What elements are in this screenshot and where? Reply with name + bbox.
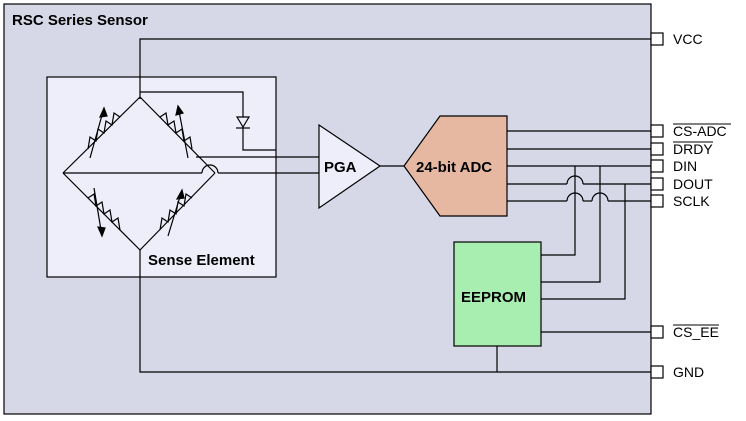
pin-labels: VCC CS-ADC DRDY DIN DOUT SCLK CS_EE GND (673, 31, 727, 380)
diode-icon (235, 116, 251, 129)
sense-element-label: Sense Element (148, 252, 255, 269)
resistor-bottom-right (159, 188, 193, 237)
resistor-bottom-left (87, 187, 121, 238)
pin-label-sclk: SCLK (673, 193, 710, 209)
pin-pad-drdy (650, 142, 664, 156)
pin-label-vcc: VCC (673, 31, 703, 47)
pin-pad-cs-adc (650, 124, 664, 138)
eeprom-block (453, 241, 542, 347)
wiring (62, 38, 651, 373)
pin-label-gnd: GND (673, 364, 704, 380)
pin-pads (650, 32, 664, 379)
adc-block (403, 115, 508, 217)
pin-pad-cs-ee (650, 325, 664, 339)
adc-label: 24-bit ADC (416, 159, 492, 176)
pin-label-din: DIN (673, 158, 697, 174)
pin-pad-sclk (650, 194, 664, 208)
pin-label-cs-adc: CS-ADC (673, 123, 727, 139)
pin-label-drdy: DRDY (673, 141, 713, 157)
diagram-title: RSC Series Sensor (12, 12, 148, 29)
sense-element-box (46, 76, 277, 278)
pga-amplifier (318, 123, 382, 210)
pin-label-dout: DOUT (673, 176, 713, 192)
resistor-top-right (159, 104, 193, 159)
resistor-top-left (87, 106, 121, 159)
eeprom-label: EEPROM (461, 289, 526, 306)
pin-pad-dout (650, 177, 664, 191)
active-low-overbars (673, 123, 731, 326)
pin-pad-gnd (650, 365, 664, 379)
pin-pad-din (650, 159, 664, 173)
pga-label: PGA (324, 159, 357, 176)
pin-pad-vcc (650, 32, 664, 46)
pin-label-cs-ee: CS_EE (673, 324, 719, 340)
